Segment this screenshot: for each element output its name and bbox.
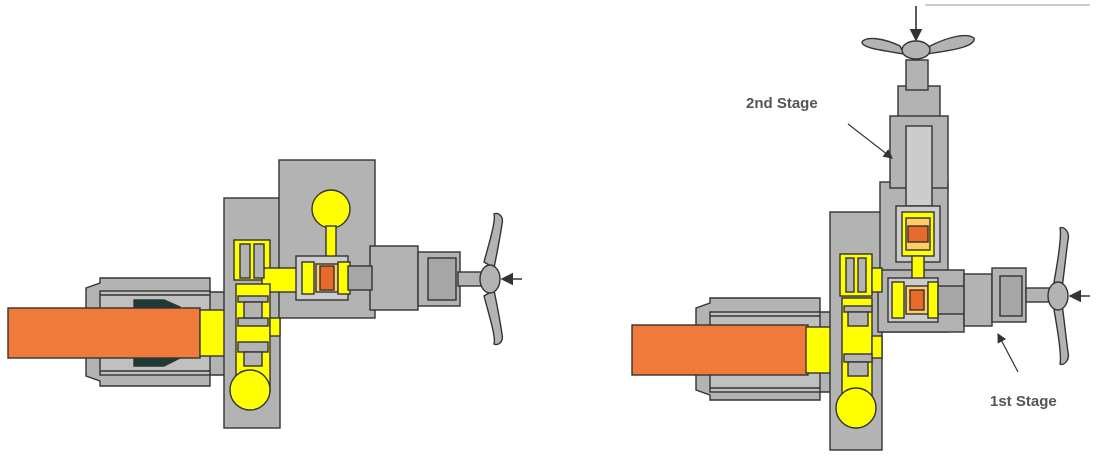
leader-arrow-2nd-stage xyxy=(847,123,893,159)
gauge-port-bottom-right xyxy=(835,387,877,429)
leader-arrow-1st-stage xyxy=(997,332,1019,373)
label-2nd-stage: 2nd Stage xyxy=(746,95,818,112)
butterfly-handle-icon[interactable] xyxy=(479,212,504,346)
side-butterfly-handle-icon[interactable] xyxy=(1047,226,1070,366)
seal-left xyxy=(319,265,335,291)
single-stage-valve xyxy=(7,159,522,429)
stem-top xyxy=(905,59,929,91)
two-stage-valve xyxy=(631,4,1090,451)
pipe-left xyxy=(7,307,201,359)
label-1st-stage: 1st Stage xyxy=(990,393,1057,410)
gauge-port-bottom-left xyxy=(229,369,271,411)
gauge-port-top-left xyxy=(311,189,351,229)
top-butterfly-handle-icon[interactable] xyxy=(861,34,975,60)
pipe-right xyxy=(631,324,809,376)
seal-first-stage xyxy=(909,289,925,311)
seal-second-stage xyxy=(907,225,929,243)
